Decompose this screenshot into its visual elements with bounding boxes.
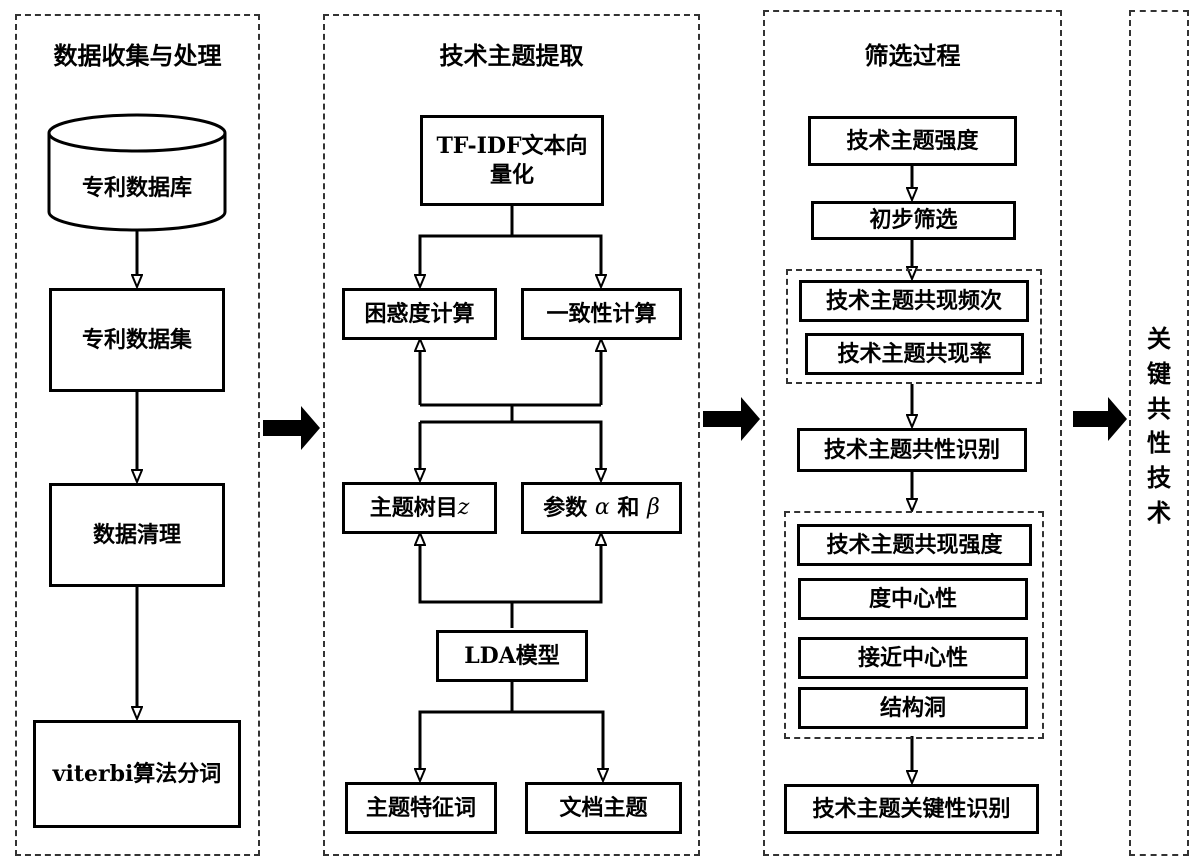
node-closeness-centrality: 接近中心性: [798, 637, 1028, 679]
node-viterbi-segmentation: viterbi算法分词: [33, 720, 241, 828]
arrow-lda-to-topic-count: [420, 534, 514, 628]
arrow-to-params: [420, 420, 601, 480]
panel-topic-extraction: 技术主题提取: [323, 14, 700, 856]
node-degree-centrality: 度中心性: [798, 578, 1028, 620]
node-perplexity: 困惑度计算: [342, 288, 497, 340]
arrow-tfidf-to-coherence: [512, 234, 601, 286]
panel-filtering: 筛选过程: [763, 10, 1062, 856]
node-topic-strength: 技术主题强度: [808, 116, 1017, 166]
panel-arrow-2: [703, 397, 760, 441]
panel-title-extraction: 技术主题提取: [439, 41, 584, 70]
node-tfidf: TF-IDF文本向量化: [420, 115, 604, 206]
param-and: 和: [617, 494, 640, 521]
node-document-topics: 文档主题: [525, 782, 682, 834]
param-beta: β: [647, 494, 660, 520]
panel-data-collection: 数据收集与处理: [15, 14, 260, 856]
node-feature-words: 主题特征词: [345, 782, 497, 834]
arrow-lda-to-feature-words: [420, 680, 514, 780]
topic-count-variable: z: [457, 494, 470, 520]
panel-arrow-1: [263, 406, 320, 450]
arrow-lda-to-doc-topics: [512, 710, 603, 780]
param-alpha: α: [594, 494, 610, 520]
node-key-identification: 技术主题关键性识别: [784, 784, 1039, 834]
topic-count-label: 主题树目: [369, 494, 458, 521]
group-cooccurrence: [786, 269, 1042, 384]
node-parameters: 参数 α 和 β: [521, 482, 682, 534]
result-key-common-technology: 关键共性技术: [1147, 324, 1171, 527]
node-lda-model: LDA模型: [436, 630, 588, 682]
group-network-metrics: [784, 511, 1044, 739]
node-commonality-identification: 技术主题共性识别: [797, 428, 1027, 472]
node-patent-dataset: 专利数据集: [49, 288, 225, 392]
node-cooccurrence-rate: 技术主题共现率: [805, 333, 1024, 375]
panel-result: [1129, 10, 1189, 856]
node-initial-filter: 初步筛选: [811, 201, 1016, 240]
param-label: 参数: [543, 494, 588, 521]
panel-arrow-3: [1073, 397, 1127, 441]
database-icon: [47, 113, 227, 232]
panel-title-collection: 数据收集与处理: [53, 41, 222, 70]
node-coherence: 一致性计算: [521, 288, 682, 340]
node-patent-database: 专利数据库: [81, 174, 192, 201]
arrow-lda-to-params: [512, 534, 601, 604]
arrow-tfidf-to-perplexity: [420, 206, 514, 286]
node-structural-hole: 结构洞: [798, 687, 1028, 729]
node-cooccurrence-frequency: 技术主题共现频次: [799, 280, 1029, 322]
node-cooccurrence-strength: 技术主题共现强度: [797, 524, 1032, 566]
panel-title-filtering: 筛选过程: [864, 41, 961, 70]
node-data-cleaning: 数据清理: [49, 483, 225, 587]
